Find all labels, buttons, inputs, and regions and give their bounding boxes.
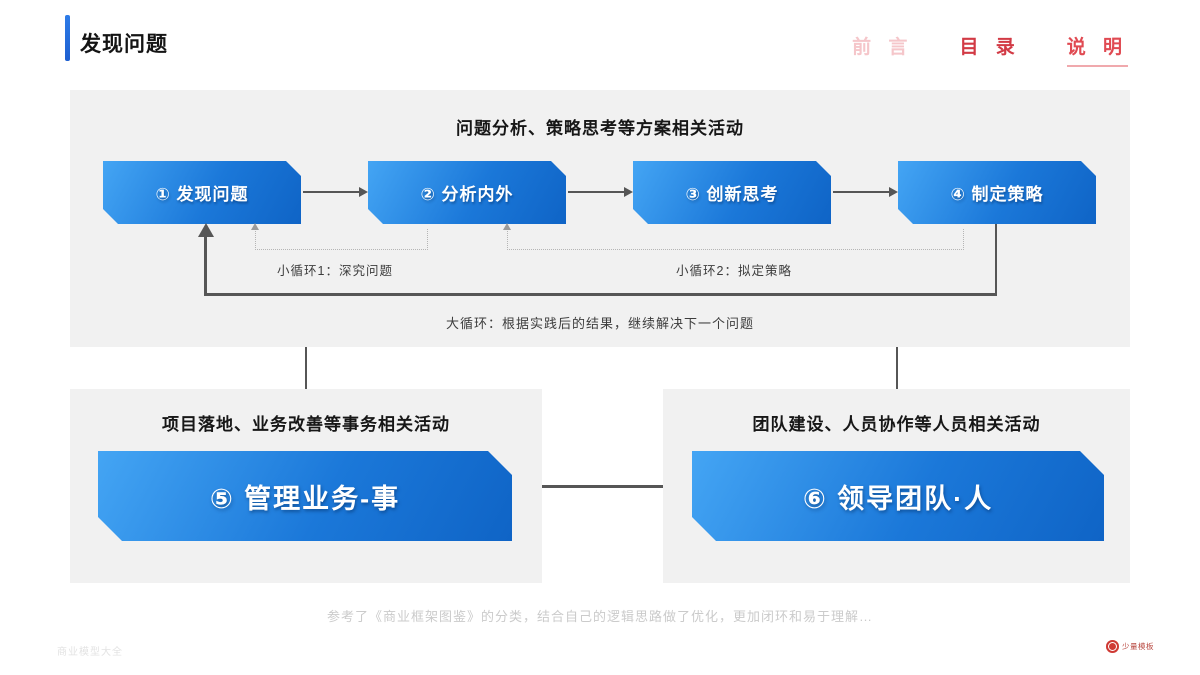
flow-arrow-1-head-icon [359,187,368,197]
small-loop-2-bracket [507,229,964,250]
brand-logo-text: 少量模板 [1122,642,1154,651]
bottom-left-panel-title: 项目落地、业务改善等事务相关活动 [162,415,450,434]
brand-logo-icon [1106,640,1119,653]
big-loop-line-right [995,224,997,296]
big-loop-line-bottom [204,293,997,296]
nav-item-contents[interactable]: 目 录 [959,37,1021,58]
step-box-4: ④ 制定策略 [898,161,1096,224]
nav-item-preface[interactable]: 前 言 [852,37,914,58]
bottom-right-panel: 团队建设、人员协作等人员相关活动 ⑥ 领导团队·人 [663,389,1130,583]
flow-arrow-2-line [568,191,624,193]
small-loop-2-label: 小循环2：拟定策略 [676,264,792,278]
top-panel-title: 问题分析、策略思考等方案相关活动 [456,119,744,138]
small-loop-1-label: 小循环1：深究问题 [277,264,393,278]
watermark-text: 商业模型大全 [57,647,123,658]
flow-arrow-3-head-icon [889,187,898,197]
big-loop-arrow-icon [198,223,214,237]
big-box-6: ⑥ 领导团队·人 [692,451,1104,541]
flow-arrow-2-head-icon [624,187,633,197]
step-box-1: ① 发现问题 [103,161,301,224]
big-loop-line-left [204,237,207,296]
top-panel: 问题分析、策略思考等方案相关活动 ① 发现问题 ② 分析内外 ③ 创新思考 ④ … [70,90,1130,347]
connector-top-to-left-panel [305,347,307,389]
small-loop-1-arrow-icon [251,223,259,230]
big-loop-label: 大循环：根据实践后的结果，继续解决下一个问题 [445,316,754,331]
small-loop-1-bracket [255,229,428,250]
big-box-5: ⑤ 管理业务-事 [98,451,512,541]
page-title: 发现问题 [80,33,168,56]
title-accent-bar [65,15,70,61]
flow-arrow-1-line [303,191,359,193]
connector-left-to-right-panel [542,485,664,488]
step-box-3: ③ 创新思考 [633,161,831,224]
footer-logo: 少量模板 [1106,640,1154,653]
connector-top-to-right-panel [896,347,898,389]
bottom-left-panel: 项目落地、业务改善等事务相关活动 ⑤ 管理业务-事 [70,389,542,583]
footnote: 参考了《商业框架图鉴》的分类，结合自己的逻辑思路做了优化，更加闭环和易于理解… [326,609,873,624]
nav-item-notes[interactable]: 说 明 [1066,32,1128,67]
small-loop-2-arrow-icon [503,223,511,230]
bottom-right-panel-title: 团队建设、人员协作等人员相关活动 [752,415,1041,434]
flow-arrow-3-line [833,191,889,193]
step-box-2: ② 分析内外 [368,161,566,224]
slide-nav: 前 言 目 录 说 明 [852,32,1128,67]
